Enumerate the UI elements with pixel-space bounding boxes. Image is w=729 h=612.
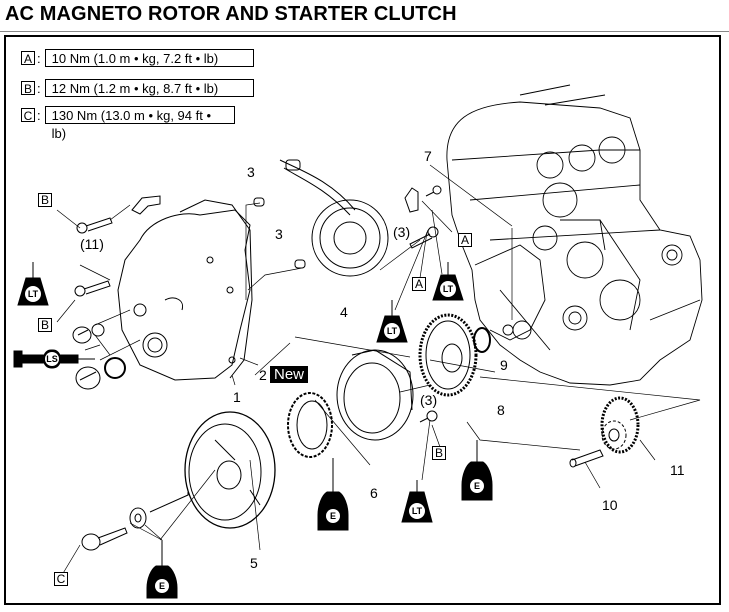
wire-clamp <box>404 187 419 213</box>
lt-symbol-label: LT <box>411 506 423 516</box>
part-9-label: 9 <box>500 357 508 373</box>
crankshaft-plug <box>75 357 126 390</box>
diagram-frame <box>4 35 721 605</box>
part-3-label: 3 <box>247 164 255 180</box>
o-ring <box>473 327 491 353</box>
part-2-label: 2 <box>259 367 267 383</box>
stator <box>279 159 389 277</box>
torque-value: 12 Nm (1.2 m • kg, 8.7 ft • lb) <box>44 79 254 97</box>
part-8-label: 8 <box>497 402 505 418</box>
page-title: AC MAGNETO ROTOR AND STARTER CLUTCH <box>5 3 457 25</box>
torque-spec-a: A: 10 Nm (1.0 m • kg, 7.2 ft • lb) <box>21 49 254 67</box>
idle-gear-shaft <box>569 449 604 468</box>
part-3-label: 3 <box>275 226 283 242</box>
torque-value: 10 Nm (1.0 m • kg, 7.2 ft • lb) <box>44 49 254 67</box>
bracket-bolt <box>425 185 442 197</box>
clutch-bolt <box>419 410 438 423</box>
timing-plug <box>72 323 105 344</box>
part-11-label: 11 <box>670 462 685 478</box>
leader-lines <box>56 164 701 576</box>
starter-clutch-housing <box>336 349 414 441</box>
stator-bolt-qty: (3) <box>393 224 411 240</box>
colon: : <box>37 107 41 123</box>
torque-letter: B <box>21 81 35 96</box>
cover-bolt <box>74 280 111 297</box>
cover-bracket <box>131 195 161 215</box>
part-5-label: 5 <box>250 555 258 571</box>
ls-symbol-label: LS <box>46 354 58 364</box>
torque-spec-c: C: 130 Nm (13.0 m • kg, 94 ft • lb) <box>21 106 235 141</box>
one-way-clutch <box>287 392 333 458</box>
bolt-11 <box>76 217 113 234</box>
torque-marker-a: A <box>412 277 426 291</box>
part-4-label: 4 <box>340 304 348 320</box>
torque-spec-b: B: 12 Nm (1.2 m • kg, 8.7 ft • lb) <box>21 79 254 97</box>
dowel-pins <box>253 197 306 269</box>
engine-block <box>446 84 703 386</box>
e-symbol-label: E <box>473 481 480 491</box>
torque-marker-b: B <box>38 193 52 207</box>
e-symbol-label: E <box>329 511 336 521</box>
woodruff-key <box>149 492 189 513</box>
e-symbol-label: E <box>158 581 165 591</box>
colon: : <box>37 50 41 66</box>
starter-clutch-gear <box>418 313 478 397</box>
starter-idle-gear <box>600 396 640 454</box>
torque-value: 130 Nm (13.0 m • kg, 94 ft • lb) <box>44 106 235 141</box>
symbol-circles <box>25 281 484 593</box>
lt-symbol-label: LT <box>386 326 398 336</box>
torque-letter: C <box>21 108 35 123</box>
rotor-bolt <box>81 527 128 551</box>
part-7-label: 7 <box>424 148 432 164</box>
title-divider <box>0 31 729 32</box>
part-10-label: 10 <box>602 497 618 513</box>
torque-marker-a: A <box>458 233 472 247</box>
new-part-badge: New <box>270 366 309 383</box>
stator-bolt <box>409 226 439 249</box>
clutch-bolt-qty: (3) <box>420 392 438 408</box>
torque-marker-c: C <box>54 572 68 586</box>
part-1-label: 1 <box>233 389 241 405</box>
part-6-label: 6 <box>370 485 378 501</box>
lt-symbol-label: LT <box>442 284 454 294</box>
lt-symbol-label: LT <box>27 289 39 299</box>
rotor-washer <box>129 507 147 529</box>
torque-marker-b: B <box>432 446 446 460</box>
colon: : <box>37 80 41 96</box>
crankcase-cover <box>117 199 253 381</box>
ac-magneto-rotor <box>184 411 276 529</box>
torque-marker-b: B <box>38 318 52 332</box>
bolt-qty-label: (11) <box>80 236 104 252</box>
torque-letter: A <box>21 51 35 66</box>
